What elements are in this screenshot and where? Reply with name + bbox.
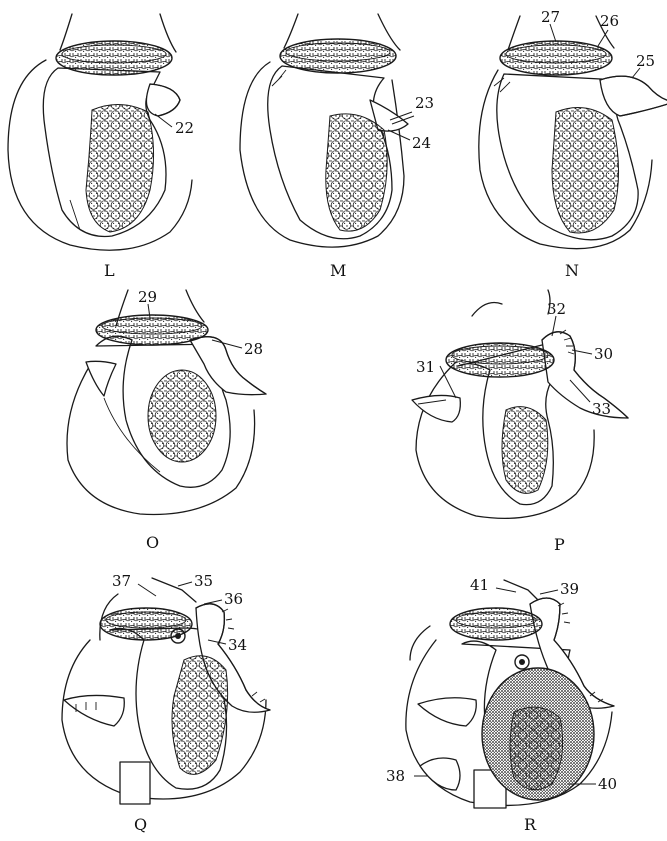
- panel-letter-N: N: [565, 261, 579, 280]
- label-27: 27: [541, 8, 560, 26]
- label-38: 38: [386, 767, 405, 785]
- panel-N: 27 26 25 N: [479, 8, 667, 280]
- panel-letter-R: R: [524, 815, 537, 834]
- embryo-M-drawing: [240, 14, 414, 247]
- label-22: 22: [175, 119, 194, 137]
- label-35: 35: [194, 572, 213, 590]
- label-39: 39: [560, 580, 579, 598]
- panel-M: 23 24 M: [240, 14, 434, 280]
- embryo-Q-drawing: [62, 578, 270, 804]
- label-34: 34: [228, 636, 247, 654]
- panel-Q: 37 35 36 34 Q: [62, 572, 270, 834]
- panel-letter-O: O: [146, 533, 159, 552]
- label-32: 32: [547, 300, 566, 318]
- embryo-O-drawing: [67, 290, 266, 514]
- label-25: 25: [636, 52, 655, 70]
- panel-letter-L: L: [104, 261, 115, 280]
- embryo-L-drawing: [8, 14, 192, 250]
- embryo-R-drawing: [406, 580, 614, 808]
- panel-letter-P: P: [554, 535, 565, 554]
- label-36: 36: [224, 590, 243, 608]
- panel-O: 29 28 O: [67, 288, 266, 552]
- embryo-N-drawing: [479, 16, 667, 249]
- label-41: 41: [470, 576, 489, 594]
- panel-R: 41 39 38 40 R: [386, 576, 617, 834]
- panel-P: 32 30 31 33 P: [412, 290, 628, 554]
- label-40: 40: [598, 775, 617, 793]
- label-33: 33: [592, 400, 611, 418]
- label-26: 26: [600, 12, 619, 30]
- panel-L: 22 L: [8, 14, 194, 280]
- label-31: 31: [416, 358, 435, 376]
- label-24: 24: [412, 134, 431, 152]
- label-23: 23: [415, 94, 434, 112]
- label-30: 30: [594, 345, 613, 363]
- panel-letter-Q: Q: [134, 815, 147, 834]
- panel-letter-M: M: [330, 261, 346, 280]
- label-28: 28: [244, 340, 263, 358]
- label-29: 29: [138, 288, 157, 306]
- label-37: 37: [112, 572, 131, 590]
